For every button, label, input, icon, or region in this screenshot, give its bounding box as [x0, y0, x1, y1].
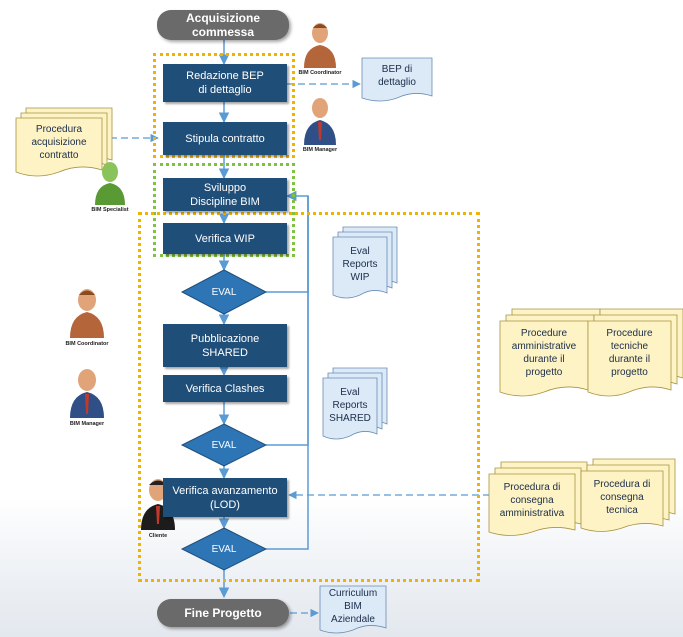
- step-verifica-avanzamento: Verifica avanzamento (LOD): [163, 478, 287, 517]
- doc-consegna-tecnica: Procedura di consegna tecnica: [593, 478, 651, 516]
- step-redazione-bep: Redazione BEP di dettaglio: [163, 64, 287, 102]
- step-verifica-wip: Verifica WIP: [163, 223, 287, 254]
- step-stipula-contratto: Stipula contratto: [163, 122, 287, 155]
- contract-phase-frame: [153, 53, 295, 158]
- doc-bep-dettaglio: BEP di dettaglio: [378, 64, 416, 88]
- role-label-bim-manager-top: BIM Manager: [302, 147, 338, 153]
- end-terminal: Fine Progetto: [157, 599, 289, 627]
- doc-curriculum-bim: Curriculum BIM Aziendale: [328, 587, 378, 625]
- wip-phase-frame: [153, 163, 295, 257]
- step-verifica-clashes: Verifica Clashes: [163, 375, 287, 402]
- step-pubblicazione-shared: Pubblicazione SHARED: [163, 324, 287, 367]
- doc-procedura-acquisizione: Procedura acquisizione contratto: [31, 123, 87, 161]
- decision-label: EVAL: [211, 543, 237, 555]
- step-sviluppo-discipline: Sviluppo Discipline BIM: [163, 178, 287, 211]
- doc-procedure-amministrative: Procedure amministrative durante il prog…: [511, 328, 577, 378]
- start-terminal: Acquisizione commessa: [157, 10, 289, 40]
- decision-label: EVAL: [211, 439, 237, 451]
- project-phase-frame: [138, 212, 480, 582]
- role-label-bim-coordinator-top: BIM Coordinator: [298, 70, 342, 76]
- decision-label: EVAL: [211, 286, 237, 298]
- doc-procedure-tecniche: Procedure tecniche durante il progetto: [606, 328, 653, 378]
- doc-consegna-amministrativa: Procedura di consegna amministrativa: [499, 481, 565, 519]
- decision-diamonds: [180, 269, 268, 571]
- doc-eval-reports-wip: Eval Reports WIP: [342, 245, 378, 283]
- role-label-bim-manager-left: BIM Manager: [69, 421, 105, 427]
- role-figures: [70, 23, 336, 530]
- role-label-cliente: Cliente: [148, 533, 168, 539]
- doc-eval-reports-shared: Eval Reports SHARED: [329, 386, 371, 424]
- role-label-bim-coordinator-left: BIM Coordinator: [65, 341, 109, 347]
- role-label-bim-specialist: BIM Specialist: [91, 207, 129, 213]
